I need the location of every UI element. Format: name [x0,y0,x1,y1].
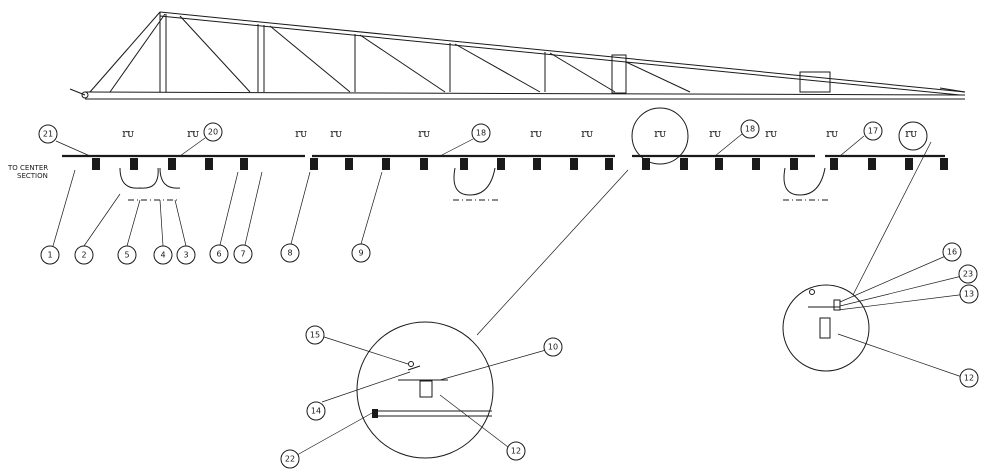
callout-12: 12 [959,368,979,388]
clamp-symbol: rᴜ [826,127,838,140]
clamp-symbol: rᴜ [122,127,134,140]
detail-view-large [372,361,492,418]
callout-18: 18 [471,123,491,143]
callout-16: 16 [942,242,962,262]
callout-13: 13 [959,284,979,304]
clamp-symbol: rᴜ [905,127,917,140]
callout-7: 7 [233,244,253,264]
detail-view-circle [782,284,870,372]
svg-text:4: 4 [160,251,165,260]
svg-text:8: 8 [287,249,292,258]
callout-14: 14 [306,401,326,421]
leader-lines [52,133,968,456]
svg-text:12: 12 [964,374,974,383]
svg-text:1: 1 [47,251,52,260]
callout-17: 17 [863,121,883,141]
svg-text:16: 16 [947,248,957,257]
clamp-symbol: rᴜ [187,127,199,140]
callout-15: 15 [305,325,325,345]
callout-12: 12 [506,441,526,461]
detail-view-circle [356,321,494,459]
callout-4: 4 [153,245,173,265]
clamp-symbol: rᴜ [581,127,593,140]
svg-text:13: 13 [964,290,974,299]
detail-view-small [808,289,841,339]
clamp-symbol: rᴜ [765,127,777,140]
callout-22: 22 [280,449,300,469]
svg-text:2: 2 [81,251,86,260]
svg-text:14: 14 [311,407,321,416]
callout-3: 3 [176,245,196,265]
svg-text:18: 18 [476,129,486,138]
callout-21: 21 [38,124,58,144]
callout-2: 2 [74,245,94,265]
callout-18: 18 [740,119,760,139]
svg-text:17: 17 [868,127,878,136]
svg-text:3: 3 [183,251,188,260]
clamp-symbol: rᴜ [654,127,666,140]
callout-23: 23 [958,264,978,284]
svg-text:12: 12 [511,447,521,456]
detail-callout-circle [631,107,689,165]
svg-text:10: 10 [548,343,558,352]
svg-text:18: 18 [745,125,755,134]
callout-6: 6 [209,244,229,264]
pipe-clamp-symbols: rᴜ rᴜ rᴜ rᴜ rᴜ rᴜ rᴜ rᴜ rᴜ rᴜ rᴜ rᴜ [122,127,917,140]
svg-text:9: 9 [358,249,363,258]
svg-text:7: 7 [240,250,245,259]
callout-9: 9 [351,243,371,263]
svg-text:21: 21 [43,130,53,139]
section-label: SECTION [17,172,48,180]
svg-text:15: 15 [310,331,320,340]
clamp-symbol: rᴜ [530,127,542,140]
callout-5: 5 [117,245,137,265]
clamp-symbol: rᴜ [330,127,342,140]
clamp-symbol: rᴜ [295,127,307,140]
clamp-symbol: rᴜ [709,127,721,140]
svg-text:5: 5 [124,251,129,260]
callout-10: 10 [543,337,563,357]
svg-text:20: 20 [208,128,218,137]
svg-text:6: 6 [216,250,221,259]
hose-loops [119,167,830,201]
nozzle-bodies [92,158,948,170]
to-center-label: TO CENTER [7,164,48,172]
callout-8: 8 [280,243,300,263]
callout-1: 1 [40,245,60,265]
svg-text:23: 23 [963,270,973,279]
callout-20: 20 [203,122,223,142]
clamp-symbol: rᴜ [418,127,430,140]
svg-text:22: 22 [285,455,295,464]
boom-truss [69,11,966,100]
detail-callout-circle [898,121,928,151]
